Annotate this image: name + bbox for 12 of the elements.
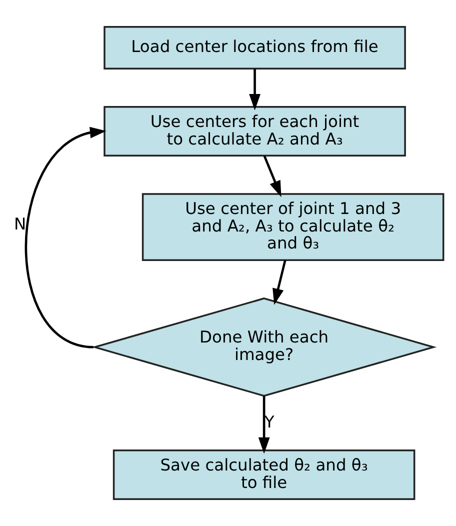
node-box: Use centers for each joint to calculate A₂ and A₃ bbox=[103, 106, 406, 157]
arrow bbox=[24, 126, 106, 348]
node-box: Save calculated θ₂ and θ₃ to file bbox=[112, 450, 415, 500]
node-box: Use center of joint 1 and 3 and A₂, A₃ to calculate θ₂ and θ₃ bbox=[141, 193, 444, 261]
arrow bbox=[248, 68, 260, 110]
node-box: Load center locations from file bbox=[103, 26, 406, 70]
arrow bbox=[262, 156, 281, 198]
edge-label: N bbox=[13, 214, 26, 234]
edge-label: Y bbox=[264, 412, 274, 432]
node-diamond: Done With each image? bbox=[91, 297, 436, 397]
arrow bbox=[258, 396, 270, 454]
arrow bbox=[272, 260, 286, 305]
